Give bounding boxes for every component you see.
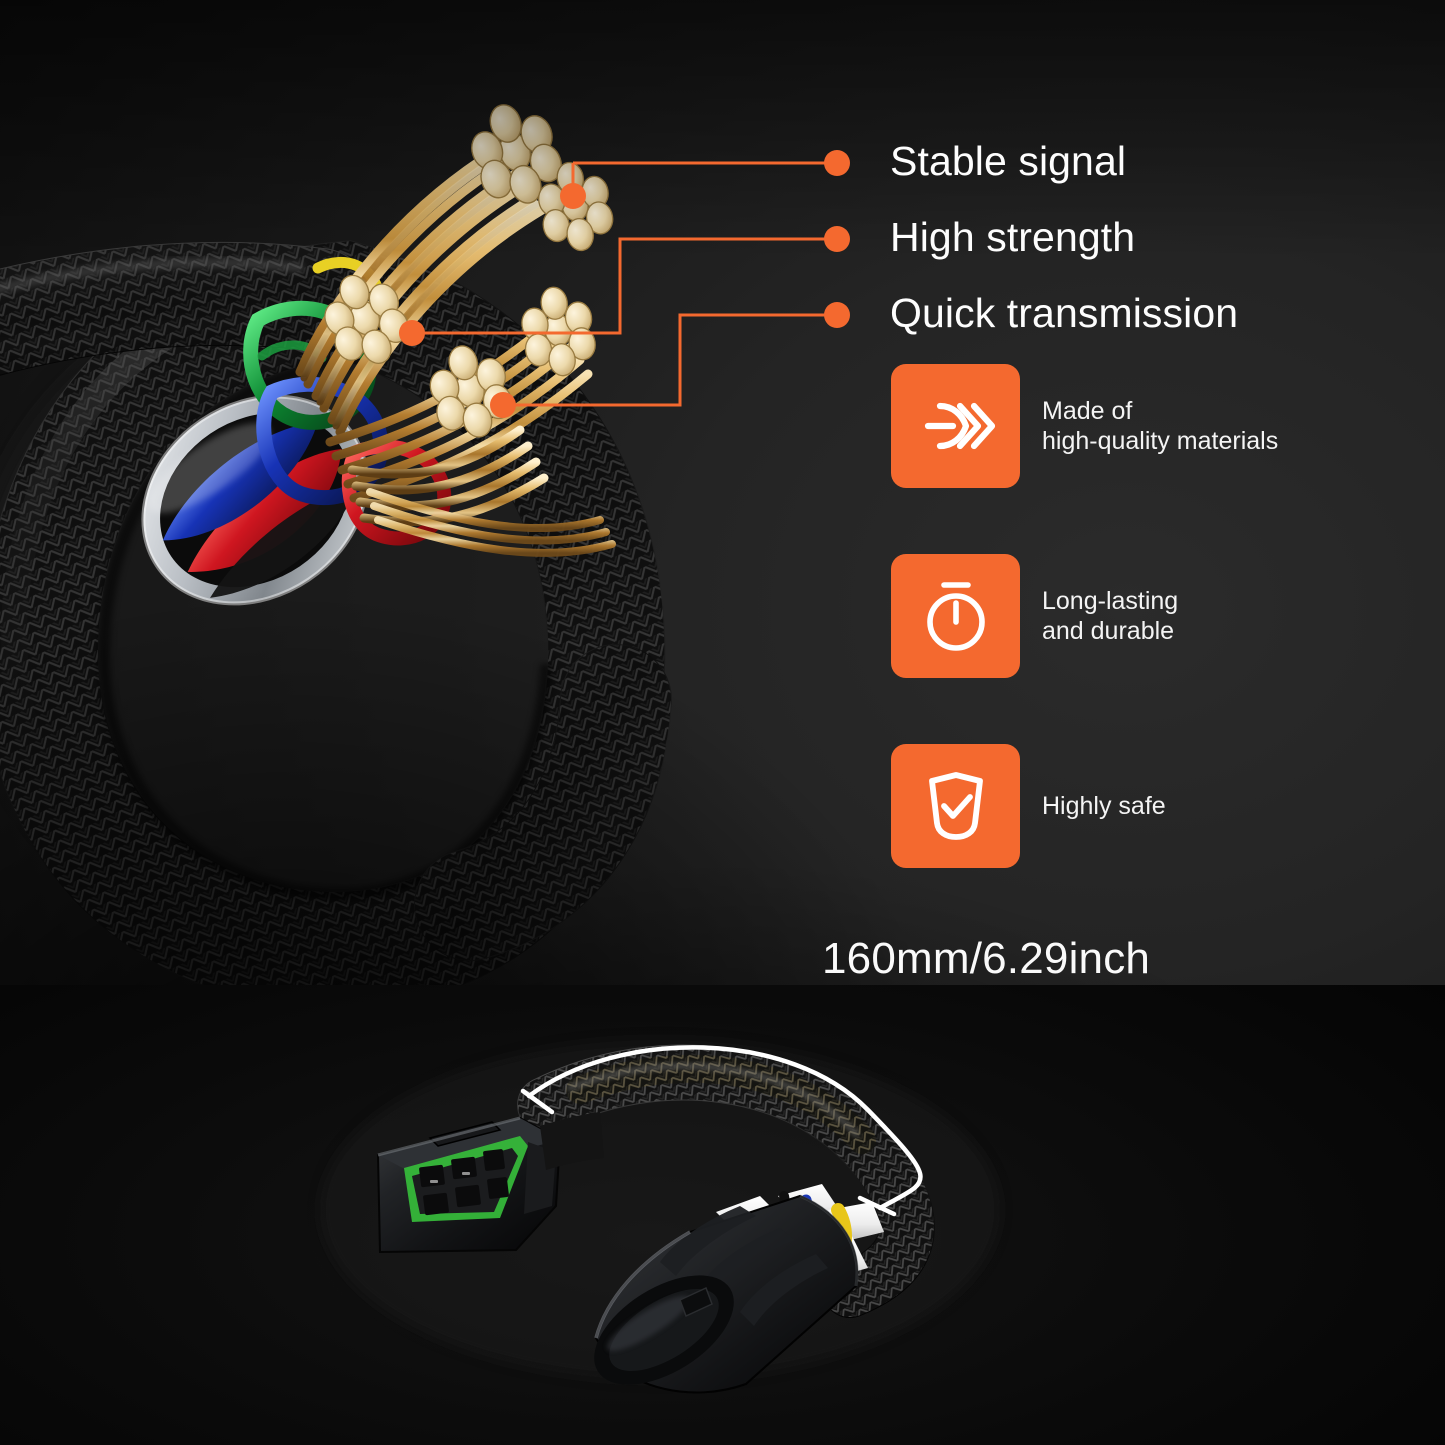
feature-label-high-quality-materials: Made of high-quality materials: [1042, 396, 1279, 456]
fast-forward-arrow-icon: [924, 402, 995, 450]
shield-check-icon: [928, 772, 983, 840]
stopwatch-icon: [926, 582, 985, 651]
feature-label-long-lasting: Long-lasting and durable: [1042, 586, 1179, 646]
callout-label-high-strength: High strength: [890, 214, 1136, 260]
callout-label-stable-signal: Stable signal: [890, 138, 1127, 184]
dimension-label: 160mm/6.29inch: [822, 934, 1151, 983]
feature-row-long-lasting: Long-lasting and durable: [891, 554, 1178, 678]
feature-tile-high-quality-materials: [891, 364, 1020, 488]
callout-label-quick-transmission: Quick transmission: [890, 290, 1239, 336]
feature-label-highly-safe: Highly safe: [1042, 791, 1166, 820]
feature-tile-long-lasting: [891, 554, 1020, 678]
feature-row-highly-safe: Highly safe: [891, 744, 1166, 868]
bottom-photo-backdrop: [0, 985, 1445, 1445]
feature-row-high-quality-materials: Made of high-quality materials: [891, 364, 1278, 488]
feature-tile-highly-safe: [891, 744, 1020, 868]
